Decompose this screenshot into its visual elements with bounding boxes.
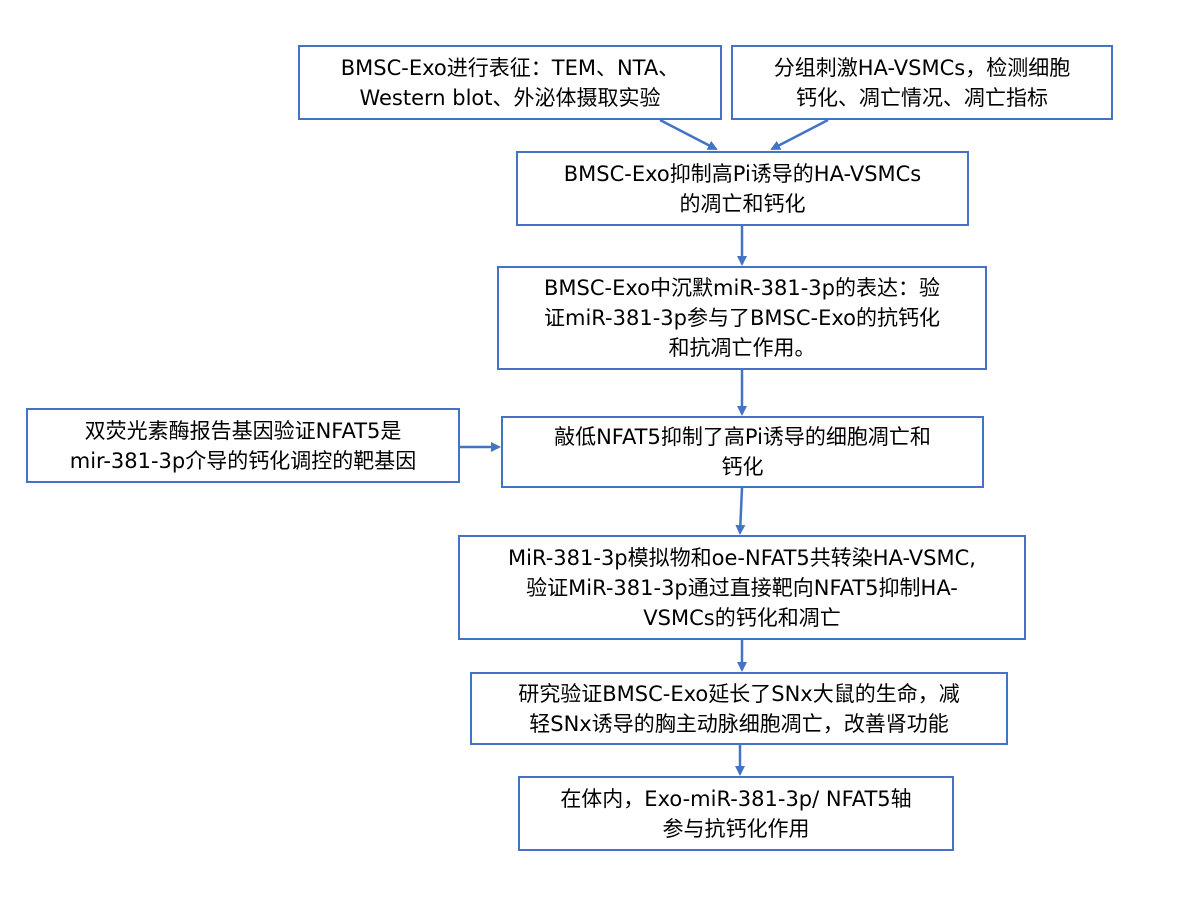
node-label: 分组刺激HA-VSMCs，检测细胞 钙化、凋亡情况、凋亡指标 [773,55,1071,110]
flowchart-node-exo-inhibits-apoptosis: BMSC-Exo抑制高Pi诱导的HA-VSMCs 的凋亡和钙化 [516,151,969,226]
node-label: MiR-381-3p模拟物和oe-NFAT5共转染HA-VSMC, 验证MiR-… [508,545,976,630]
node-label: 研究验证BMSC-Exo延长了SNx大鼠的生命，减 轻SNx诱导的胸主动脉细胞凋… [518,681,960,736]
flowchart-node-knockdown-nfat5: 敲低NFAT5抑制了高Pi诱导的细胞凋亡和 钙化 [501,416,984,488]
node-label: 在体内，Exo-miR-381-3p/ NFAT5轴 参与抗钙化作用 [560,786,912,841]
flowchart-node-luciferase-assay: 双荧光素酶报告基因验证NFAT5是 mir-381-3p介导的钙化调控的靶基因 [26,408,460,483]
flowchart-node-exo-characterization: BMSC-Exo进行表征：TEM、NTA、 Western blot、外泌体摄取… [298,45,722,120]
flowchart-node-group-stimulation: 分组刺激HA-VSMCs，检测细胞 钙化、凋亡情况、凋亡指标 [731,45,1113,120]
arrow-n2-to-n3 [770,118,829,151]
flowchart-node-snx-rats: 研究验证BMSC-Exo延长了SNx大鼠的生命，减 轻SNx诱导的胸主动脉细胞凋… [470,672,1008,745]
flowchart-node-cotransfection: MiR-381-3p模拟物和oe-NFAT5共转染HA-VSMC, 验证MiR-… [458,535,1026,640]
flowchart-node-in-vivo-axis: 在体内，Exo-miR-381-3p/ NFAT5轴 参与抗钙化作用 [518,776,954,851]
node-label: BMSC-Exo中沉默miR-381-3p的表达：验 证miR-381-3p参与… [544,276,940,360]
arrow-n1-to-n3 [659,118,718,151]
node-label: BMSC-Exo抑制高Pi诱导的HA-VSMCs 的凋亡和钙化 [563,161,922,216]
node-label: 双荧光素酶报告基因验证NFAT5是 mir-381-3p介导的钙化调控的靶基因 [69,418,417,473]
arrow-n6-to-n7 [735,487,746,535]
node-label: BMSC-Exo进行表征：TEM、NTA、 Western blot、外泌体摄取… [340,55,680,110]
node-label: 敲低NFAT5抑制了高Pi诱导的细胞凋亡和 钙化 [554,425,931,479]
flowchart-node-silence-mir: BMSC-Exo中沉默miR-381-3p的表达：验 证miR-381-3p参与… [497,266,987,370]
